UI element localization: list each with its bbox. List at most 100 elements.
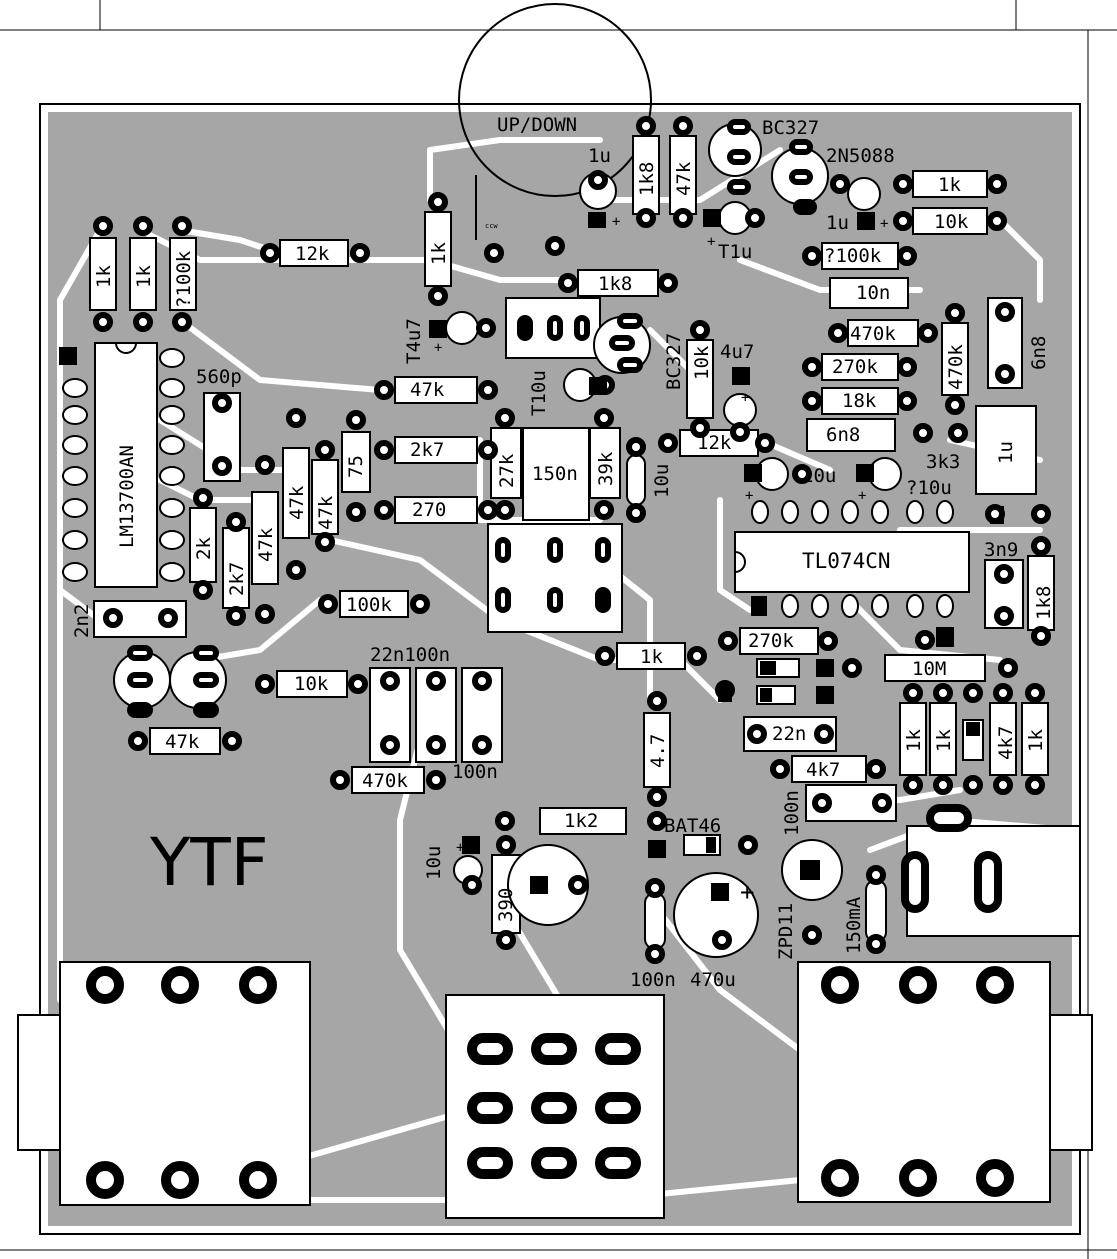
svg-text:BC327: BC327 [762,117,819,139]
ic-lm13700-body [94,342,158,588]
svg-text:470k: 470k [945,344,967,390]
svg-text:+: + [434,340,442,356]
svg-text:3n9: 3n9 [984,539,1018,561]
svg-text:1k8: 1k8 [636,162,658,196]
board-title: YTF [149,824,269,901]
svg-text:+: + [740,878,754,906]
svg-text:47k: 47k [255,527,277,562]
svg-text:+: + [612,214,620,230]
svg-text:100k: 100k [346,594,392,616]
pot-marker: ccw [485,222,498,230]
svg-text:47k: 47k [673,161,695,196]
svg-text:4k7: 4k7 [995,726,1017,760]
svg-text:3k3: 3k3 [926,451,960,473]
square-pads [429,209,875,901]
svg-text:?10u: ?10u [906,477,952,499]
svg-text:BC327: BC327 [663,333,685,390]
svg-text:1k2: 1k2 [564,810,598,832]
svg-text:6n8: 6n8 [826,424,860,446]
svg-text:10k: 10k [934,211,969,233]
svg-text:1u: 1u [826,212,849,234]
svg-text:47k: 47k [410,379,445,401]
svg-text:270k: 270k [832,356,878,378]
svg-text:470k: 470k [362,770,408,792]
svg-text:100n: 100n [630,969,676,991]
pot-label: UP/DOWN [497,114,577,136]
svg-text:22n: 22n [772,723,806,745]
svg-text:4u7: 4u7 [720,341,754,363]
svg-text:10k: 10k [691,345,713,380]
svg-text:150n: 150n [532,463,578,485]
svg-text:390: 390 [495,888,517,922]
svg-text:+: + [456,840,464,856]
svg-text:100n: 100n [781,790,803,836]
svg-text:18k: 18k [842,390,877,412]
pads [93,116,1051,964]
svg-text:100n: 100n [452,761,498,783]
svg-text:1k: 1k [428,242,450,265]
ic-lm13700-label: LM13700AN [116,445,138,548]
pot-shaft-outline [458,3,652,197]
svg-text:10u: 10u [423,846,445,880]
svg-text:12k: 12k [295,243,330,265]
transistor-pads [127,119,817,718]
svg-text:560p: 560p [196,366,242,388]
svg-text:2k7: 2k7 [226,562,248,596]
component-labels: UP/DOWN ccw 12k 1k8 BC327 2N5088 1k 10k … [165,114,1018,991]
svg-text:1k: 1k [93,265,115,288]
svg-text:4k7: 4k7 [806,759,840,781]
svg-text:T4u7: T4u7 [403,318,425,364]
svg-text:27k: 27k [496,453,518,488]
svg-text:T10u: T10u [528,370,550,416]
svg-text:10k: 10k [294,673,329,695]
svg-text:2k: 2k [193,537,215,560]
svg-text:ZPD11: ZPD11 [775,903,797,960]
svg-text:1k8: 1k8 [1033,586,1055,620]
svg-text:1k: 1k [1025,729,1047,752]
component-labels-vertical: 1k 1k ?100k 1k 1k8 47k T4u7 T10u BC327 1… [71,161,1055,960]
svg-text:10u: 10u [651,464,673,498]
svg-text:47k: 47k [315,495,337,530]
svg-text:1u: 1u [995,441,1017,464]
svg-text:22n100n: 22n100n [370,644,450,666]
svg-text:2n2: 2n2 [71,604,93,638]
svg-text:270k: 270k [748,630,794,652]
svg-text:470u: 470u [690,969,736,991]
svg-text:+: + [707,234,715,250]
svg-text:+: + [745,488,753,504]
svg-text:47k: 47k [286,485,308,520]
ic-tl074-label: TL074CN [802,549,891,573]
svg-text:?100k: ?100k [824,245,882,267]
svg-text:4.7: 4.7 [647,734,669,768]
ic-tl074-body [734,531,970,593]
svg-text:12k: 12k [697,432,732,454]
svg-text:150mA: 150mA [843,896,865,954]
svg-text:10n: 10n [856,282,890,304]
svg-text:10M: 10M [912,658,946,680]
svg-text:2k7: 2k7 [410,439,444,461]
svg-text:?100k: ?100k [173,250,195,308]
svg-text:1k8: 1k8 [598,273,632,295]
round-parts [113,123,902,958]
svg-text:470k: 470k [850,323,896,345]
svg-text:+: + [858,488,866,504]
svg-text:1u: 1u [588,145,611,167]
svg-text:BAT46: BAT46 [664,815,721,837]
svg-text:+: + [880,216,888,232]
svg-text:75: 75 [345,455,367,478]
svg-text:+: + [741,390,749,406]
svg-text:1k: 1k [933,729,955,752]
svg-text:6n8: 6n8 [1028,336,1050,370]
polarity-marks: + + + + + + + + + [434,214,888,906]
svg-text:1k: 1k [938,174,961,196]
svg-text:39k: 39k [595,451,617,486]
svg-text:270: 270 [412,499,446,521]
svg-text:10u: 10u [802,465,836,487]
ic-pads [59,347,954,618]
svg-text:47k: 47k [165,731,200,753]
svg-text:T1u: T1u [718,241,752,263]
svg-text:1k: 1k [903,729,925,752]
large-pads [86,966,1014,1199]
svg-text:1k: 1k [640,646,663,668]
